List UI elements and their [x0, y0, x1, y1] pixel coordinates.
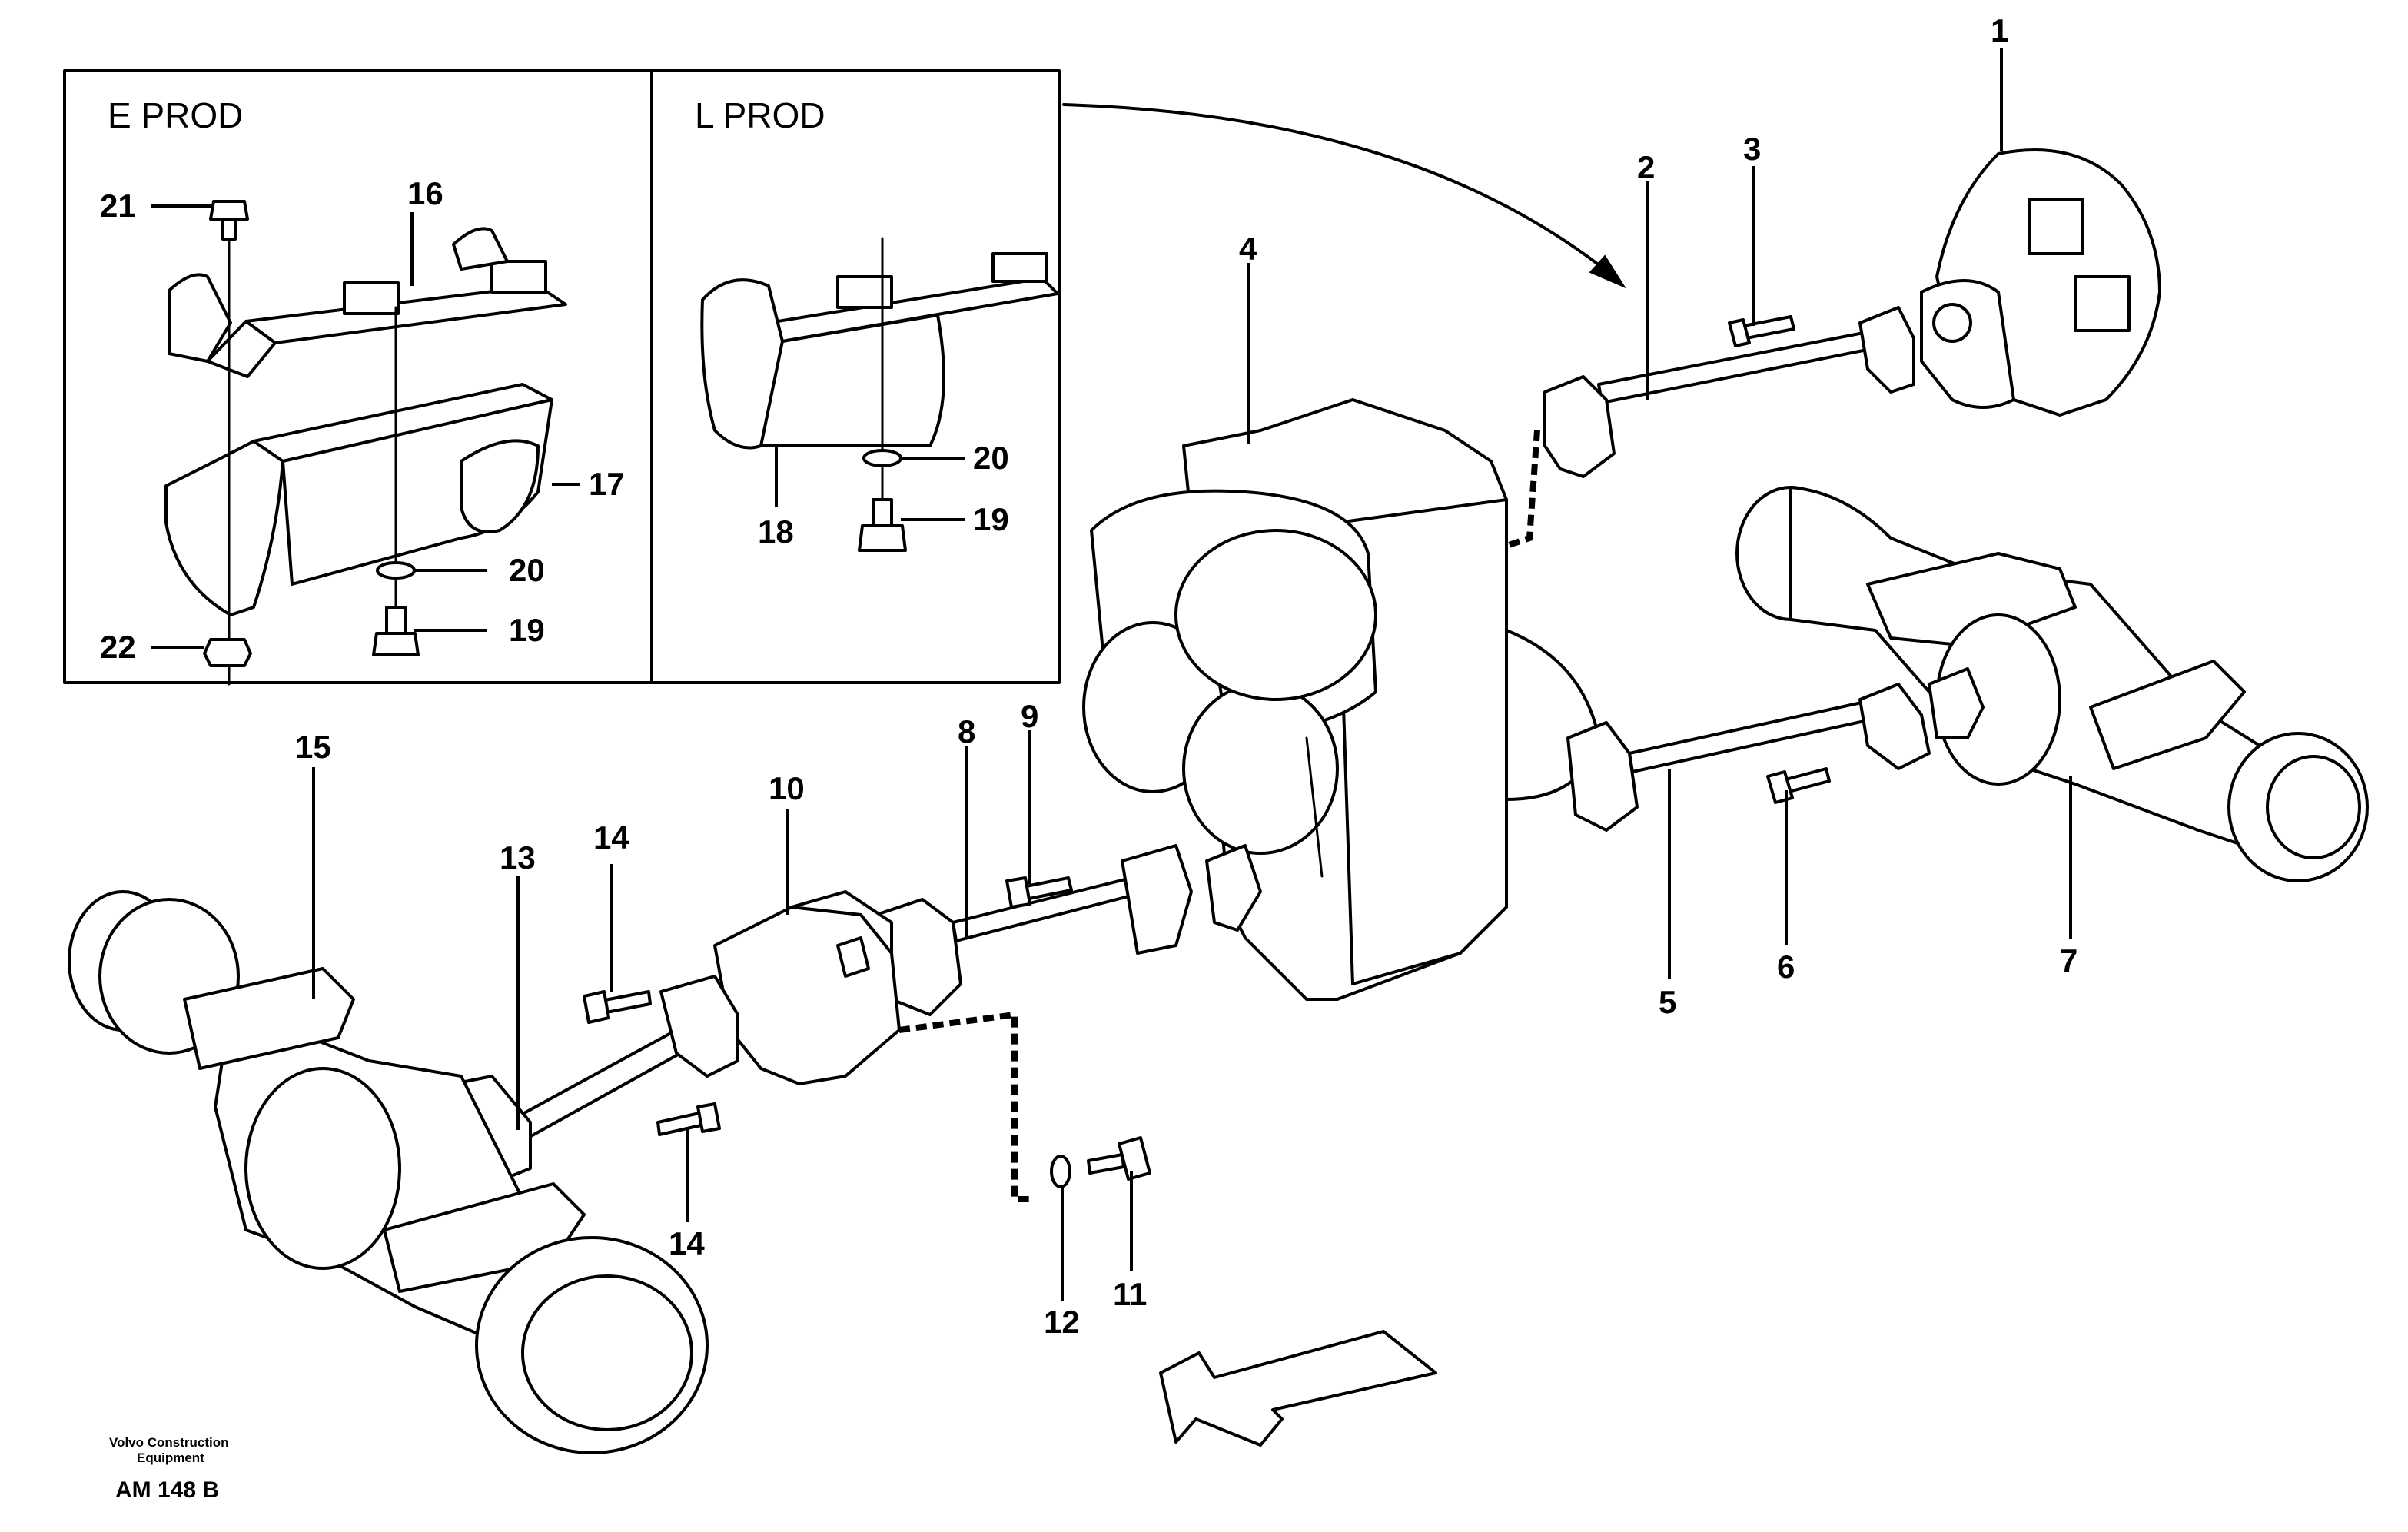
- forward-direction-arrow: [1159, 1330, 1437, 1447]
- bolt-part-6: [1766, 767, 1831, 804]
- bolt-part-14-lower: [656, 1102, 721, 1136]
- bolt-19b-icon: [872, 498, 893, 527]
- callout-12: 12: [1044, 1304, 1080, 1340]
- callout-19-l-prod: 19: [973, 501, 1009, 537]
- callout-18: 18: [758, 513, 794, 550]
- inset-title-e-prod: E PROD: [108, 95, 243, 135]
- bolt-part-9: [1005, 876, 1073, 909]
- propeller-shaft-part-2: [1543, 306, 1915, 478]
- flywheel-part-1: [1920, 148, 2161, 417]
- propeller-shaft-part-8: [875, 844, 1262, 1016]
- inset-pointer-arrow: [1062, 103, 1626, 289]
- washer-part-12: [1050, 1155, 1071, 1188]
- callout-labels: 1 2 3 4 5 6 7 8 9 10 11 12 13 14 14 15 1…: [100, 12, 2078, 1340]
- callout-22: 22: [100, 629, 136, 665]
- callout-14-lower: 14: [669, 1225, 705, 1261]
- bolt-part-14-upper: [583, 990, 652, 1024]
- callout-2: 2: [1637, 149, 1655, 185]
- shield-lower-part-17: [164, 383, 553, 616]
- callout-11: 11: [1113, 1276, 1147, 1312]
- leader-lines: [151, 48, 2072, 1301]
- bolt-19-icon: [385, 606, 407, 635]
- callout-10: 10: [769, 770, 805, 806]
- propeller-shaft-part-5: [1566, 667, 1985, 832]
- callout-17: 17: [589, 466, 625, 502]
- callout-20-e-prod: 20: [509, 552, 545, 588]
- callout-20-l-prod: 20: [973, 440, 1009, 476]
- inset-e-fasteners: [203, 200, 420, 686]
- callout-16: 16: [407, 175, 443, 211]
- inset-frame: [63, 69, 1061, 684]
- brand-line-2: Equipment: [137, 1451, 204, 1465]
- inset-panels: E PROD L PROD: [63, 69, 1061, 684]
- footer: Volvo Construction Equipment AM 148 B: [109, 1435, 229, 1503]
- nut-22-icon: [203, 638, 252, 667]
- transmission-part-4: [1082, 398, 1600, 1001]
- shield-upper-part-16: [168, 227, 567, 378]
- callout-4: 4: [1239, 231, 1257, 267]
- shield-part-18: [700, 237, 1059, 552]
- callout-15: 15: [295, 729, 331, 765]
- bearing-housing-part-10: [713, 890, 901, 1085]
- bolt-part-3: [1728, 315, 1795, 347]
- bolt-21-icon: [209, 200, 249, 221]
- callout-5: 5: [1659, 984, 1676, 1020]
- brand-line-1: Volvo Construction: [109, 1435, 229, 1450]
- washer-20b-icon: [862, 449, 902, 467]
- callout-21: 21: [100, 188, 136, 224]
- dashed-link-lower: [898, 1011, 1030, 1202]
- callout-8: 8: [958, 713, 975, 749]
- bolt-part-11: [1087, 1136, 1151, 1181]
- callout-13: 13: [500, 839, 536, 876]
- inset-title-l-prod: L PROD: [695, 95, 825, 135]
- callout-3: 3: [1743, 131, 1761, 167]
- callout-19-e-prod: 19: [509, 612, 545, 648]
- callout-6: 6: [1777, 949, 1795, 985]
- callout-9: 9: [1021, 698, 1038, 734]
- drawing-code: AM 148 B: [115, 1477, 219, 1503]
- callout-7: 7: [2060, 942, 2078, 979]
- front-axle-part-15: [68, 890, 709, 1454]
- callout-14-upper: 14: [593, 819, 629, 856]
- washer-20-icon: [376, 561, 416, 580]
- dashed-link-upper: [1505, 430, 1540, 549]
- callout-1: 1: [1991, 12, 2008, 48]
- rear-axle-part-7: [1735, 486, 2369, 882]
